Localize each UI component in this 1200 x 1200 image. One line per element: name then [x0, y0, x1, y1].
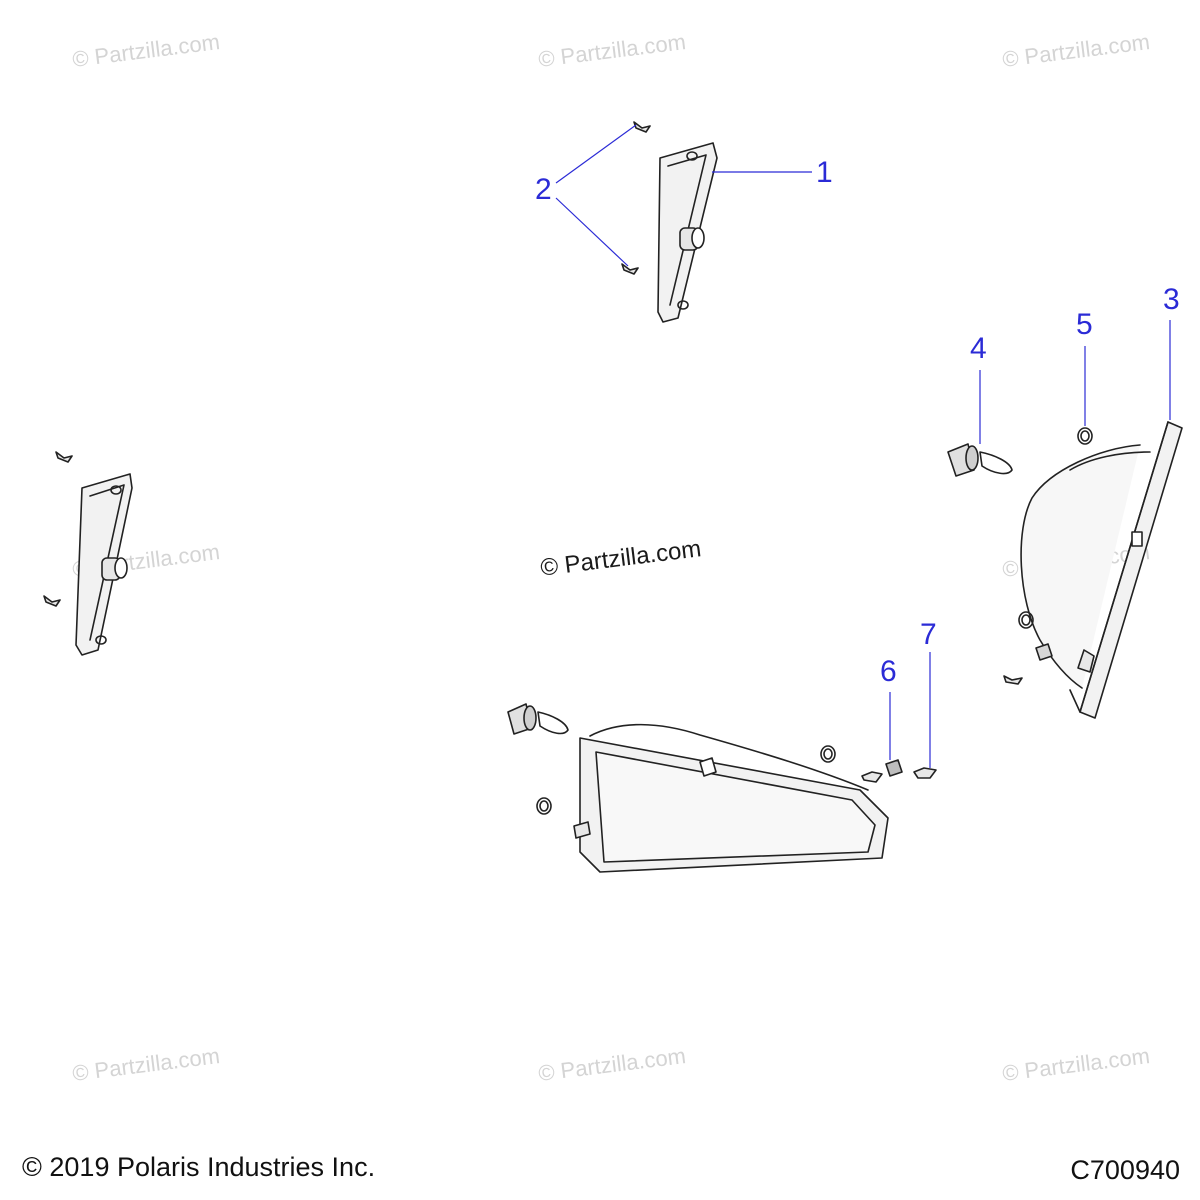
callout-5: 5 [1076, 308, 1093, 341]
screw-bottom [621, 263, 639, 275]
screw-left-headlamp [861, 771, 883, 783]
bulb-socket-right [947, 443, 1013, 477]
callout-6: 6 [880, 655, 897, 688]
callout-1: 1 [816, 156, 833, 189]
o-ring-left [536, 745, 836, 815]
callout-2: 2 [535, 173, 552, 206]
leader-2b [555, 197, 629, 267]
clip-nut [885, 759, 903, 777]
o-ring-right [1018, 427, 1093, 629]
screw-top [633, 121, 651, 133]
side-marker-lamp-left [43, 451, 133, 656]
screw-small [913, 767, 937, 779]
clip-and-screw-right [1003, 643, 1053, 685]
callout-7: 7 [920, 618, 937, 651]
copyright-text: © 2019 Polaris Industries Inc. [22, 1152, 376, 1182]
callout-3: 3 [1163, 283, 1180, 316]
diagram-code: C700940 [1070, 1155, 1180, 1185]
headlamp-right [1020, 421, 1183, 719]
headlamp-left [573, 723, 889, 873]
leader-2a [555, 124, 637, 184]
side-marker-lamp-top [657, 142, 718, 323]
bulb-socket-left [507, 703, 569, 735]
callout-4: 4 [970, 332, 987, 365]
